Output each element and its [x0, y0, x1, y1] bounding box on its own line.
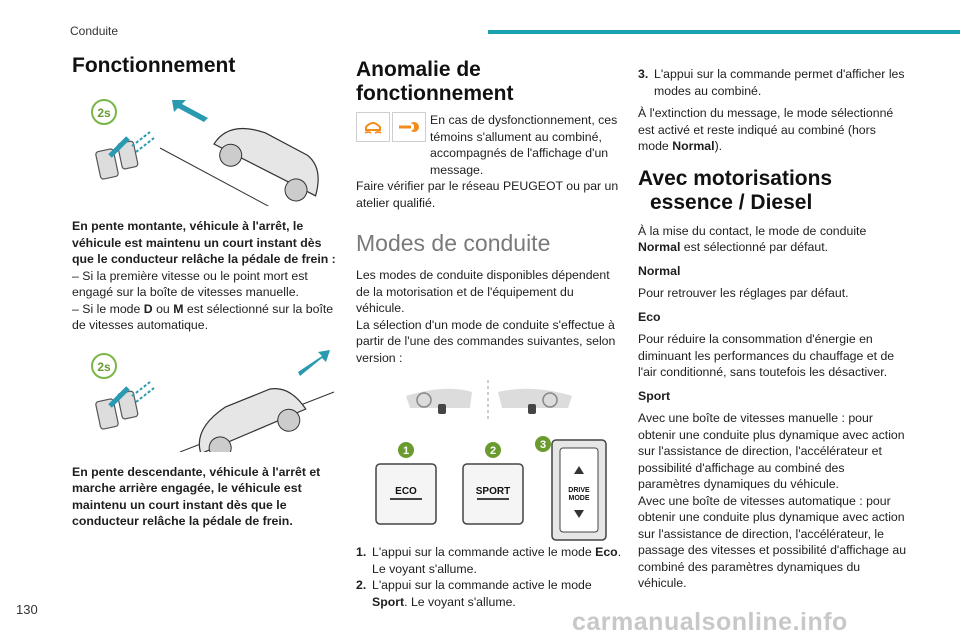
header-accent-bar — [488, 30, 960, 34]
drive-mode-label-1: DRIVE — [568, 487, 590, 494]
drive-mode-label-2: MODE — [569, 495, 590, 502]
list-number: 2. — [356, 578, 367, 592]
dashboard-right-icon — [498, 388, 572, 414]
list-item: 2. L'appui sur la commande active le mod… — [356, 577, 622, 610]
downhill-figure: 2s — [72, 348, 340, 459]
uphill-figure: 2s — [72, 94, 340, 237]
uphill-paragraph: En pente montante, véhicule à l'arrêt, l… — [72, 219, 336, 266]
heading-line: Anomalie de — [356, 58, 481, 81]
heading-fonctionnement: Fonctionnement — [72, 54, 236, 77]
list-item: 3. L'appui sur la commande permet d'affi… — [638, 66, 910, 99]
timer-badge-text: 2s — [97, 360, 111, 374]
list-number: 1. — [356, 545, 367, 559]
subheading-eco: Eco — [638, 309, 661, 324]
heading-line: fonctionnement — [356, 82, 514, 105]
mode-name: Sport — [372, 594, 405, 609]
modes-list: 1. L'appui sur la commande active le mod… — [356, 544, 622, 610]
badge-3 — [535, 436, 551, 452]
anomaly-block: En cas de dysfonctionnement, ces témoins… — [356, 112, 622, 178]
anomaly-text: En cas de dysfonctionnement, ces témoins… — [430, 113, 618, 177]
extinction-paragraph: À l'extinction du message, le mode sélec… — [638, 105, 910, 155]
badge-2-number: 2 — [490, 445, 496, 457]
car-icon — [198, 387, 307, 459]
watermark: carmanualsonline.info — [572, 608, 848, 636]
controls-figure: 1 2 3 ECO SPORT DRIVE MODE — [356, 374, 622, 544]
text-fragment: est sélectionné par défaut. — [680, 240, 829, 254]
warning-lamps — [356, 112, 426, 178]
badge-3-number: 3 — [540, 439, 546, 451]
mode-d-label: D — [143, 301, 153, 316]
pedals-icon — [95, 131, 155, 180]
page-number: 130 — [16, 602, 38, 617]
text-fragment: Le voyant s'allume. — [372, 561, 477, 576]
badge-1-number: 1 — [403, 445, 409, 457]
sport-text-manual: Avec une boîte de vitesses manuelle : po… — [638, 411, 905, 491]
mode-name: Normal — [638, 240, 681, 254]
text-fragment: . — [617, 545, 622, 559]
column-3: 3. L'appui sur la commande permet d'affi… — [638, 66, 910, 592]
eco-button — [375, 463, 437, 525]
car-icon — [213, 127, 319, 202]
controls-illustration: 1 2 3 ECO SPORT DRIVE MODE — [375, 380, 607, 541]
text-fragment: L'appui sur la commande active le mode — [372, 545, 596, 559]
mode-m-label: M — [173, 301, 184, 316]
timer-icon — [91, 352, 117, 379]
modes-list-continued: 3. L'appui sur la commande permet d'affi… — [638, 66, 910, 99]
eco-button-label: ECO — [395, 486, 417, 497]
intro-paragraph: À la mise du contact, le mode de conduit… — [638, 223, 910, 256]
sport-button-label: SPORT — [476, 486, 510, 497]
sport-button — [462, 463, 524, 525]
heading-line: essence / Diesel — [650, 190, 813, 214]
subheading-sport: Sport — [638, 388, 671, 403]
column-1: Fonctionnement 2s — [72, 54, 340, 530]
dashboard-left-icon — [406, 388, 472, 414]
uphill-item-manual: – Si la première vitesse ou le point mor… — [72, 268, 308, 300]
text-fragment: L'appui sur la commande active le mode — [372, 578, 592, 592]
direction-arrow-icon — [172, 100, 208, 122]
downhill-illustration: 2s — [91, 349, 335, 459]
eco-text: Pour réduire la consommation d'énergie e… — [638, 332, 895, 379]
list-item: 1. L'appui sur la commande active le mod… — [356, 544, 622, 577]
badge-1 — [398, 442, 414, 458]
sport-text-auto: Avec une boîte de vitesses automatique :… — [638, 493, 907, 591]
wrench-warning-icon — [392, 112, 426, 142]
text-fragment: – Si le mode — [72, 301, 144, 316]
mode-name: Normal — [672, 139, 715, 153]
list-text: L'appui sur la commande permet d'affiche… — [654, 67, 905, 98]
text-fragment: ). — [714, 139, 723, 153]
mode-name: Eco — [595, 545, 618, 559]
pedals-icon — [95, 380, 155, 430]
heading-modes: Modes de conduite — [356, 230, 551, 256]
modes-paragraph-2: La sélection d'un mode de conduite s'eff… — [356, 317, 616, 365]
traction-warning-icon — [356, 112, 390, 142]
text-fragment: . Le voyant s'allume. — [404, 594, 516, 609]
timer-icon — [91, 99, 117, 125]
normal-text: Pour retrouver les réglages par défaut. — [638, 286, 849, 300]
badge-2 — [485, 442, 501, 458]
subheading-normal: Normal — [638, 263, 681, 278]
section-title: Conduite — [70, 24, 119, 38]
timer-badge-text: 2s — [97, 106, 111, 120]
anomaly-text-2: Faire vérifier par le réseau PEUGEOT ou … — [356, 179, 619, 210]
list-number: 3. — [638, 67, 649, 81]
text-fragment: À la mise du contact, le mode de conduit… — [638, 223, 867, 238]
text-fragment: est sélectionné sur la boîte de vitesses… — [72, 301, 334, 333]
modes-paragraph-1: Les modes de conduite disponibles dépend… — [356, 268, 610, 315]
direction-arrow-icon — [298, 349, 330, 376]
heading-line: Avec motorisations — [638, 166, 833, 190]
text-fragment: À l'extinction du message, le mode sélec… — [638, 106, 894, 153]
uphill-item-auto: – Si le mode D ou M est sélectionné sur … — [72, 301, 340, 334]
downhill-paragraph: En pente descendante, véhicule à l'arrêt… — [72, 464, 321, 529]
uphill-illustration: 2s — [91, 99, 325, 237]
text-fragment: ou — [152, 301, 174, 316]
